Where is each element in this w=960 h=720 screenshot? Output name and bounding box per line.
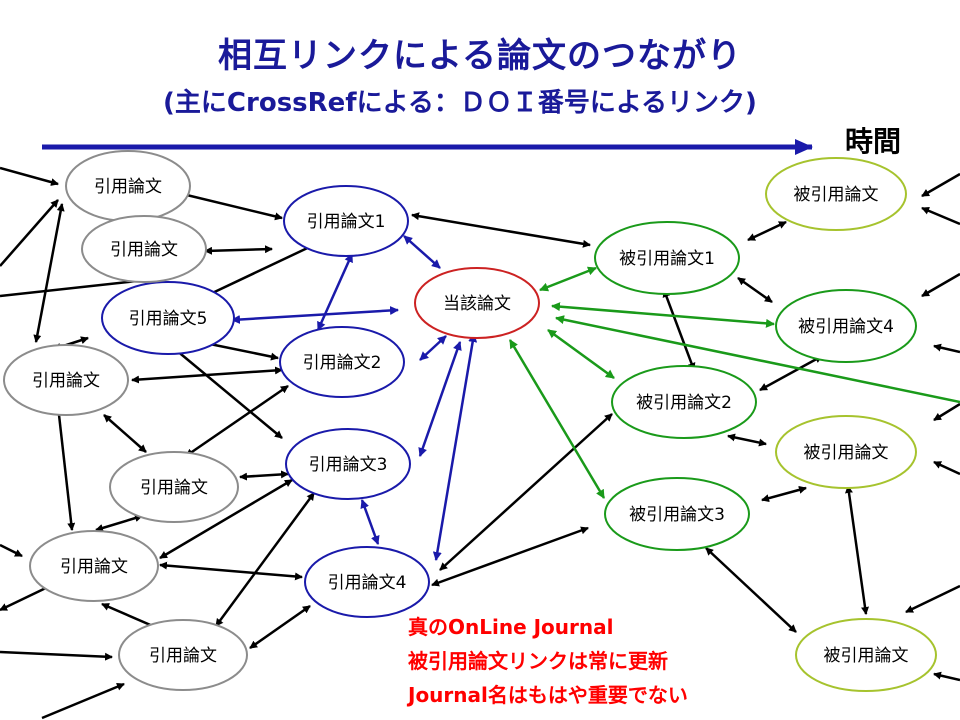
edge [159,561,303,581]
edge [175,349,283,439]
edge [432,333,478,561]
edge [231,305,399,325]
edge [845,485,869,615]
edge [921,206,960,226]
svg-text:引用論文: 引用論文 [60,557,128,577]
svg-text:被引用論文4: 被引用論文4 [798,317,894,337]
edge [727,433,767,447]
node-citing-3: 引用論文3 [285,428,411,500]
edge [249,604,311,650]
edge [737,276,773,304]
edge [205,241,319,298]
svg-text:引用論文: 引用論文 [140,478,208,498]
edge [316,253,354,331]
node-citing-a: 引用論文 [65,150,191,222]
edge [41,682,125,720]
svg-text:引用論文: 引用論文 [32,371,100,391]
edge [759,354,823,392]
node-citing-2: 引用論文2 [279,326,405,398]
edge [439,413,613,571]
edge [418,341,462,457]
svg-text:引用論文: 引用論文 [149,646,217,666]
edge [185,384,289,458]
edge [403,235,441,269]
svg-text:引用論文: 引用論文 [94,177,162,197]
blue-edges [231,235,478,561]
edge [662,289,696,371]
edge [33,203,65,343]
svg-text:引用論文4: 引用論文4 [328,573,407,593]
edge [0,650,113,661]
edge [705,547,797,633]
node-citing-e: 引用論文 [29,530,159,602]
edge [933,343,960,354]
node-citing-c: 引用論文 [3,344,129,416]
edge [419,335,447,361]
node-citing-b: 引用論文 [81,215,207,283]
note-text: 真のOnLine Journal 被引用論文リンクは常に更新 Journal名は… [408,610,688,712]
edge [747,220,787,242]
edge [411,212,591,248]
edge [0,584,51,612]
edge [239,470,289,481]
svg-text:引用論文5: 引用論文5 [129,309,208,329]
svg-text:被引用論文1: 被引用論文1 [619,249,715,269]
node-citing-4: 引用論文4 [304,546,430,618]
node-cited-3: 被引用論文3 [604,477,750,551]
edge [54,405,76,531]
edge [933,402,960,422]
svg-text:引用論文2: 引用論文2 [303,353,382,373]
edge [360,499,380,545]
edge [905,584,960,614]
svg-text:被引用論文3: 被引用論文3 [629,505,725,525]
svg-text:引用論文1: 引用論文1 [307,212,386,232]
edge [204,245,273,255]
edge [214,492,316,627]
edge [921,172,960,198]
time-label: 時間 [845,125,902,158]
node-citing-d: 引用論文 [109,451,239,523]
node-cited-4: 被引用論文4 [775,289,917,363]
edge [921,272,960,298]
svg-text:引用論文3: 引用論文3 [309,455,388,475]
edge [555,315,960,404]
edge [131,366,283,384]
edge [539,266,597,292]
node-target: 当該論文 [414,267,540,339]
green-edges [508,266,960,499]
edge [95,514,143,532]
edge [761,485,807,503]
node-citing-5: 引用論文5 [101,281,235,355]
svg-text:引用論文: 引用論文 [110,240,178,260]
svg-text:被引用論文: 被引用論文 [804,443,889,463]
page-subtitle: (主にCrossRefによる：ＤＯＩ番号によるリンク) [163,88,757,118]
edge [0,543,23,558]
page-title: 相互リンクによる論文のつながり [218,36,742,76]
node-citing-1: 引用論文1 [283,185,409,257]
svg-text:当該論文: 当該論文 [443,294,511,314]
edge [933,460,960,476]
edge [933,671,960,682]
edge [508,339,606,499]
node-cited-2: 被引用論文2 [611,365,757,439]
node-cited-1: 被引用論文1 [594,221,740,295]
svg-text:被引用論文: 被引用論文 [794,185,879,205]
node-cited-c: 被引用論文 [795,618,937,692]
node-cited-b: 被引用論文 [775,415,917,489]
svg-text:被引用論文: 被引用論文 [824,646,909,666]
edge [0,166,59,186]
edge [547,328,615,380]
note-line-3: Journal名はもはや重要でない [408,683,688,707]
node-cited-a: 被引用論文 [765,157,907,231]
node-citing-f: 引用論文 [118,619,248,691]
note-line-1: 真のOnLine Journal [408,615,614,639]
note-line-2: 被引用論文リンクは常に更新 [408,649,668,673]
edge [551,302,775,328]
edge [0,199,59,267]
svg-text:被引用論文2: 被引用論文2 [636,393,732,413]
edge [103,414,147,453]
